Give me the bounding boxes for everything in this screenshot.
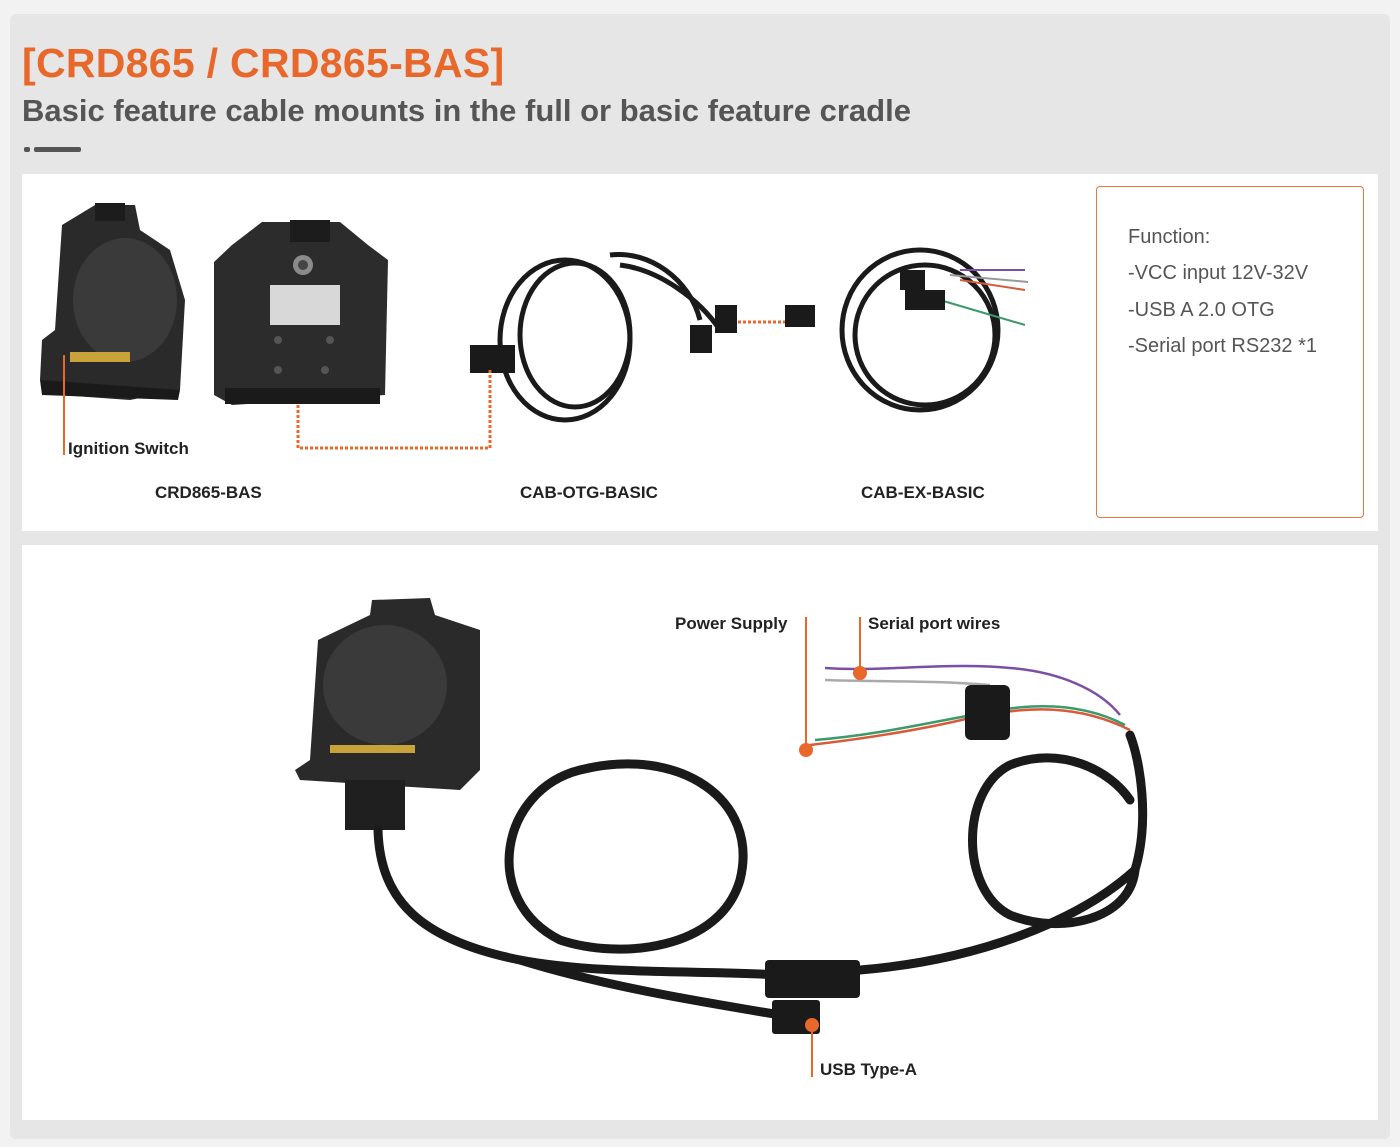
assembly-cradle-image: [295, 598, 480, 830]
power-supply-label: Power Supply: [675, 614, 788, 633]
page-title: [CRD865 / CRD865-BAS]: [22, 40, 505, 86]
serial-port-wires-label: Serial port wires: [868, 614, 1001, 633]
assembly-inline-connector: [765, 960, 860, 998]
usb-type-a-label: USB Type-A: [820, 1060, 917, 1079]
ex-cable-wires: [939, 269, 1029, 326]
otg-ext-connector: [715, 305, 737, 333]
assembly-cable: [373, 730, 1148, 1020]
usb-callout-dot: [805, 1018, 819, 1032]
power-callout-dot: [799, 743, 813, 757]
otg-usb-connector: [690, 325, 712, 353]
product-label-ex-cable: CAB-EX-BASIC: [861, 483, 985, 502]
connector-dots-1: [296, 370, 492, 450]
ignition-switch-label: Ignition Switch: [68, 439, 189, 458]
assembly-panel: [22, 545, 1378, 1120]
otg-dock-connector: [470, 345, 515, 373]
ex-fuse-holder-b: [905, 290, 945, 310]
ex-fuse-holder-a: [900, 270, 925, 290]
otg-cable-image: [497, 251, 723, 423]
page-subtitle: Basic feature cable mounts in the full o…: [22, 93, 911, 128]
function-item-serial: -Serial port RS232 *1: [1128, 335, 1317, 357]
assembly-fuse-holder: [965, 685, 1010, 740]
ex-cable-image: [839, 247, 1001, 413]
function-item-vcc: -VCC input 12V-32V: [1128, 262, 1309, 284]
title-underline-dot: [24, 147, 30, 152]
cradle-back-image: [214, 220, 388, 405]
function-box: [1096, 186, 1364, 518]
product-label-otg-cable: CAB-OTG-BASIC: [520, 483, 658, 502]
ex-ext-connector: [785, 305, 815, 327]
title-underline: [34, 147, 81, 152]
serial-callout-dot: [853, 666, 867, 680]
cradle-front-image: [40, 203, 185, 400]
function-heading: Function:: [1128, 226, 1211, 248]
function-item-usb: -USB A 2.0 OTG: [1128, 299, 1275, 321]
product-label-cradle: CRD865-BAS: [155, 483, 262, 502]
